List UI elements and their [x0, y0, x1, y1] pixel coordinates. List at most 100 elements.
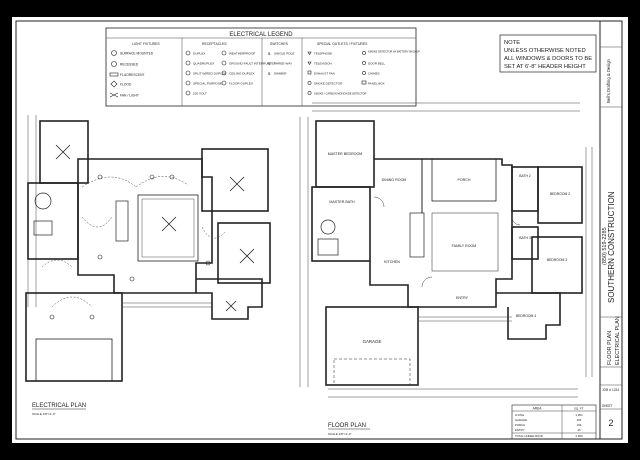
- sheet-number: 2: [608, 418, 613, 428]
- floor-bedroom-4: [496, 292, 561, 340]
- svg-text:465: 465: [577, 418, 582, 422]
- svg-text:SMOKE DETECTOR W/ BATTERY BACK: SMOKE DETECTOR W/ BATTERY BACKUP: [368, 50, 420, 54]
- company-phone: (850) 519-2285: [602, 227, 608, 265]
- svg-text:ENTRY: ENTRY: [515, 428, 525, 432]
- legend-col-light: LIGHT FIXTURES: [132, 42, 160, 46]
- svg-text:SMOKE DETECTOR: SMOKE DETECTOR: [314, 82, 343, 86]
- blueprint-drawing: ELECTRICAL LEGEND LIGHT FIXTURES RECEPTA…: [15, 20, 623, 440]
- svg-text:QUADRUPLEX: QUADRUPLEX: [193, 62, 214, 66]
- legend-col-special: SPECIAL OUTLETS / FIXTURES: [317, 42, 368, 46]
- elec-lower-wing: [196, 278, 263, 320]
- floor-plan-scale: SCALE 1/8"=1'-0": [328, 432, 352, 436]
- svg-text:ALL WINDOWS & DOORS TO BE: ALL WINDOWS & DOORS TO BE: [504, 56, 592, 62]
- legend-special: TELEPHONE TELEVISION EXHAUST FAN SMOKE D…: [307, 50, 420, 96]
- job-label: JOB #: [602, 388, 611, 392]
- drawing-sheet: ELECTRICAL LEGEND LIGHT FIXTURES RECEPTA…: [12, 17, 628, 443]
- elec-fan-light-1: [55, 144, 71, 160]
- electrical-legend: ELECTRICAL LEGEND LIGHT FIXTURES RECEPTA…: [105, 27, 420, 107]
- company-name: SOUTHERN CONSTRUCTION: [607, 191, 616, 303]
- svg-text:194: 194: [577, 423, 582, 427]
- floor-plan-title: FLOOR PLAN: [328, 423, 366, 429]
- legend-switches: $ SINGLE POLE $ THREE-WAY $ DIMMER: [268, 51, 294, 76]
- svg-text:46: 46: [577, 428, 581, 432]
- legend-light-fixtures: SURFACE MOUNTED RECESSED FLUORESCENT FLO…: [109, 50, 154, 98]
- title-block: Bell's Drafting & Design SOUTHERN CONSTR…: [599, 21, 622, 439]
- svg-text:TOTAL UNDER ROOF: TOTAL UNDER ROOF: [515, 434, 544, 438]
- elec-fan-light-5: [225, 300, 237, 312]
- svg-text:BEDROOM 3: BEDROOM 3: [547, 258, 567, 262]
- svg-text:PORCH: PORCH: [515, 423, 525, 427]
- floor-bath-3: [511, 226, 539, 260]
- svg-text:FLOOR DUPLEX: FLOOR DUPLEX: [229, 82, 253, 86]
- sheet-title-1: FLOOR PLAN: [607, 331, 613, 365]
- area-table: AREA SQ. FT. LIVING 1,954 GARAGE 465 POR…: [511, 404, 597, 440]
- svg-text:SINGLE POLE: SINGLE POLE: [274, 52, 294, 56]
- sheet-border: [15, 20, 623, 440]
- svg-text:DOOR BELL: DOOR BELL: [368, 62, 386, 66]
- job-value: 1234: [612, 388, 619, 392]
- floor-bedroom-3: [531, 236, 583, 294]
- svg-text:SQ. FT.: SQ. FT.: [574, 407, 584, 411]
- elec-fan-light-2: [161, 216, 177, 232]
- legend-receptacles: DUPLEX QUADRUPLEX SPLIT WIRED DUPLEX SPE…: [185, 50, 277, 96]
- svg-text:TELEPHONE: TELEPHONE: [314, 52, 332, 56]
- svg-text:TELEVISION: TELEVISION: [314, 62, 332, 66]
- floor-porch: [431, 158, 497, 202]
- elec-garage: [25, 292, 123, 382]
- svg-text:THREE-WAY: THREE-WAY: [274, 62, 292, 66]
- electrical-plan: ELECTRICAL PLAN SCALE 1/8"=1'-0": [25, 115, 271, 416]
- note-box: NOTE UNLESS OTHERWISE NOTED ALL WINDOWS …: [499, 34, 597, 73]
- svg-text:DINING ROOM: DINING ROOM: [382, 178, 407, 182]
- svg-text:BATH 2: BATH 2: [519, 174, 531, 178]
- floor-garage: [325, 306, 419, 386]
- svg-text:ENTRY: ENTRY: [456, 296, 469, 300]
- svg-text:$: $: [268, 51, 271, 56]
- svg-text:MASTER BATH: MASTER BATH: [329, 200, 355, 204]
- svg-text:2,659: 2,659: [576, 434, 583, 438]
- svg-text:FAN / LIGHT: FAN / LIGHT: [120, 94, 139, 98]
- svg-text:FLOOD: FLOOD: [120, 83, 132, 87]
- svg-text:EXHAUST FAN: EXHAUST FAN: [314, 72, 335, 76]
- elec-fan-light-3: [229, 176, 245, 192]
- svg-text:LIVING: LIVING: [515, 413, 524, 417]
- svg-text:DUPLEX: DUPLEX: [193, 52, 205, 56]
- elec-master-bedroom: [39, 120, 89, 184]
- floor-living-core: [369, 158, 513, 308]
- svg-text:KITCHEN: KITCHEN: [384, 260, 400, 264]
- svg-text:AREA: AREA: [533, 407, 543, 411]
- elec-garage-door: [35, 338, 113, 382]
- svg-text:FLUORESCENT: FLUORESCENT: [120, 73, 145, 77]
- svg-text:DIMMER: DIMMER: [274, 72, 287, 76]
- legend-col-switches: SWITCHES: [270, 42, 289, 46]
- electrical-plan-scale: SCALE 1/8"=1'-0": [32, 412, 56, 416]
- svg-text:SET AT 6'-8" HEADER HEIGHT: SET AT 6'-8" HEADER HEIGHT: [504, 64, 586, 70]
- svg-text:SMOKE / CARBON MONOXIDE DETECT: SMOKE / CARBON MONOXIDE DETECTOR: [314, 92, 367, 96]
- floor-plan: MASTER BEDROOM MASTER BATH DINING ROOM P…: [299, 102, 593, 436]
- svg-text:CHIMES: CHIMES: [368, 72, 380, 76]
- svg-text:$: $: [268, 61, 271, 66]
- svg-text:UNLESS OTHERWISE NOTED: UNLESS OTHERWISE NOTED: [504, 48, 586, 54]
- svg-text:PANEL BOX: PANEL BOX: [368, 82, 385, 86]
- floor-master-bath: [311, 186, 371, 262]
- svg-text:220 VOLT: 220 VOLT: [193, 92, 207, 96]
- svg-text:MASTER BEDROOM: MASTER BEDROOM: [328, 152, 363, 156]
- drafting-credit: Bell's Drafting & Design: [606, 58, 611, 103]
- svg-text:BEDROOM 4: BEDROOM 4: [516, 314, 536, 318]
- svg-text:$: $: [268, 71, 271, 76]
- legend-col-receptacles: RECEPTACLES: [202, 42, 227, 46]
- svg-text:FAMILY ROOM: FAMILY ROOM: [452, 244, 477, 248]
- svg-text:NOTE: NOTE: [504, 40, 520, 46]
- svg-text:BEDROOM 2: BEDROOM 2: [550, 192, 570, 196]
- floor-bedroom-2: [537, 166, 583, 224]
- sheet-label: SHEET: [602, 404, 613, 408]
- svg-text:WEATHERPROOF: WEATHERPROOF: [229, 52, 255, 56]
- svg-text:1,954: 1,954: [576, 413, 583, 417]
- svg-text:SURFACE MOUNTED: SURFACE MOUNTED: [120, 52, 154, 56]
- svg-text:GROUND FAULT INTERRUPTER: GROUND FAULT INTERRUPTER: [229, 62, 277, 66]
- svg-text:GARAGE: GARAGE: [363, 339, 382, 344]
- svg-text:GARAGE: GARAGE: [515, 418, 527, 422]
- elec-bedroom-3: [217, 222, 271, 284]
- legend-title: ELECTRICAL LEGEND: [229, 32, 293, 38]
- electrical-plan-title: ELECTRICAL PLAN: [32, 403, 86, 409]
- elec-bedroom-2: [201, 148, 269, 212]
